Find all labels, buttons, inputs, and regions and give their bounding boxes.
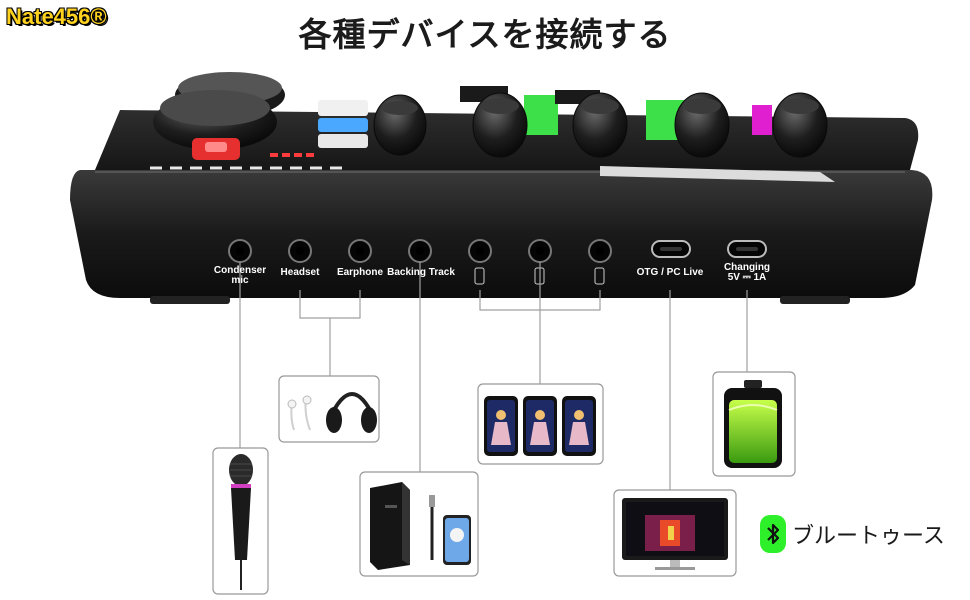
- phone: [523, 396, 557, 456]
- port-label-otg-pc-live: OTG / PC Live: [636, 267, 704, 278]
- microphone-box: [212, 447, 269, 595]
- port-condenser-mic: [228, 239, 252, 263]
- port-otg-pc-live: [651, 240, 691, 258]
- brand-logo: Nate456®: [6, 4, 107, 29]
- monitor-box: [613, 489, 737, 577]
- pc-cable-phone-box: [359, 471, 479, 577]
- mixer-top-controls: [153, 72, 828, 160]
- bluetooth-icon: [760, 515, 786, 553]
- bluetooth-label: ブルートゥース: [792, 524, 945, 549]
- phone: [562, 396, 596, 456]
- port-charging: [727, 240, 767, 258]
- port-headset: [288, 239, 312, 263]
- bluetooth-feature: ブルートゥース: [760, 515, 945, 553]
- port-backing-track: [408, 239, 432, 263]
- smartphones-box: [477, 383, 604, 465]
- port-phone-1: [468, 239, 492, 285]
- battery-box: [712, 371, 796, 477]
- phone: [484, 396, 518, 456]
- earphones-headphones-box: [278, 375, 380, 443]
- connection-lines: [239, 262, 748, 490]
- port-label-backing-track: Backing Track: [387, 267, 455, 278]
- port-phone-3: [588, 239, 612, 285]
- port-phone-2: [528, 239, 552, 285]
- port-label-headset: Headset: [280, 267, 320, 278]
- headline: 各種デバイスを接続する: [298, 15, 672, 54]
- port-earphone: [348, 239, 372, 263]
- port-label-earphone: Earphone: [336, 267, 384, 278]
